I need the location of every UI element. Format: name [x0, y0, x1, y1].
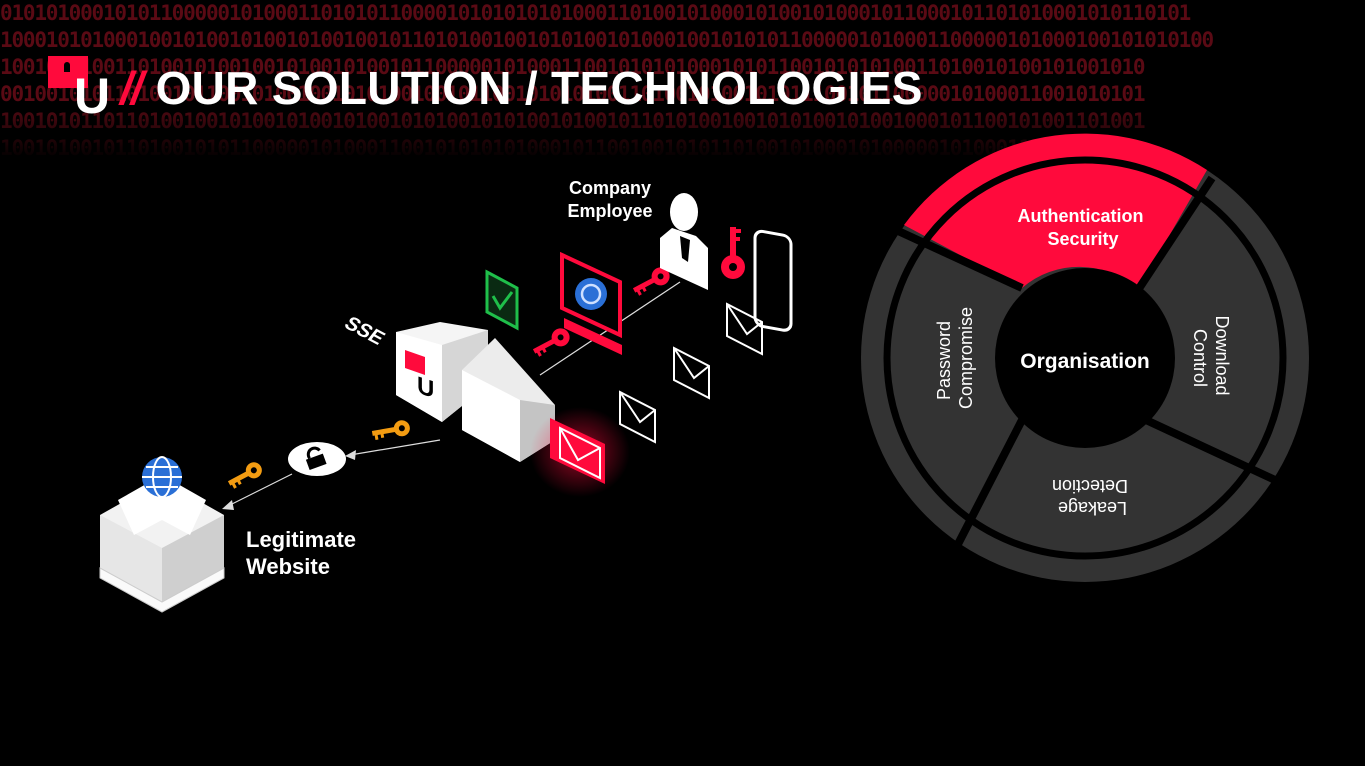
laptop-icon — [560, 251, 622, 355]
logo-square — [48, 56, 88, 88]
header: U // OUR SOLUTION / TECHNOLOGIES — [46, 56, 923, 124]
phone-icon — [753, 229, 793, 332]
globe-icon — [142, 456, 182, 498]
binary-background: 0101010001010110000010100011010101100001… — [0, 0, 1365, 160]
website-label: Legitimate Website — [246, 527, 357, 579]
sse-logo-icon: U — [405, 350, 434, 404]
logo: U — [46, 56, 112, 124]
check-icon — [485, 269, 519, 331]
logo-keyhole-icon — [64, 62, 70, 72]
wheel-label-download: Download Control — [1190, 315, 1232, 400]
lock-icon — [288, 442, 346, 476]
mail-icon — [673, 346, 710, 400]
title-slashes: // — [120, 62, 144, 114]
key-icon — [227, 462, 262, 489]
wheel-label-password: Password Compromise — [934, 307, 976, 409]
arrow-head-2 — [222, 500, 234, 510]
key-icon-red-vertical — [721, 227, 745, 279]
wheel-segment-authentication — [904, 133, 1207, 290]
wheel-label-authentication: Authentication Security — [1017, 206, 1148, 249]
wheel-diagram — [861, 133, 1309, 582]
website-building-icon — [99, 475, 225, 613]
employee-person-icon — [660, 193, 708, 290]
page-title: OUR SOLUTION / TECHNOLOGIES — [155, 62, 923, 114]
mail-icon — [619, 390, 656, 444]
employee-label: Company Employee — [567, 178, 653, 221]
wheel-center-label: Organisation — [1020, 350, 1150, 373]
key-icon-red — [632, 267, 670, 296]
sse-appliance-icon — [396, 322, 555, 462]
wheel-center — [995, 268, 1175, 448]
key-icon — [371, 420, 410, 441]
blocked-mail-icon — [530, 407, 630, 497]
sse-logo-letter: U — [417, 372, 434, 404]
wheel-label-leakage: Leakage Detection — [1052, 476, 1128, 518]
arrow-head-1 — [345, 450, 356, 460]
mail-icon — [726, 302, 763, 356]
logo-letter: U — [74, 68, 111, 124]
key-icon-red — [532, 328, 570, 357]
